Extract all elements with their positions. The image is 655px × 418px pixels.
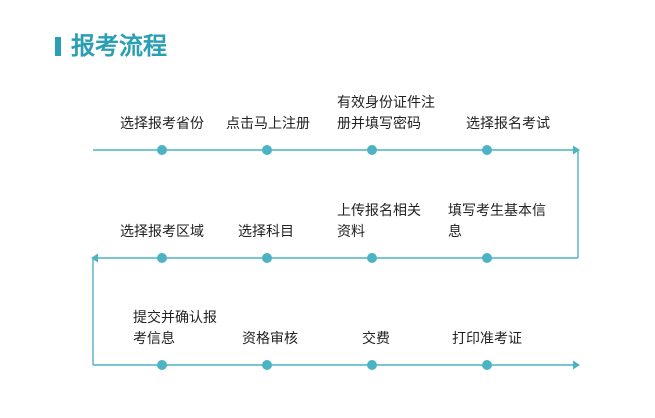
arrow-head-row-2	[91, 253, 98, 263]
step-label-line: 提交并确认报	[133, 310, 217, 326]
arrow-head-row-3	[573, 360, 580, 370]
step-label-line: 有效身份证件注	[337, 95, 435, 111]
step-label-line: 选择报考省份	[120, 116, 204, 132]
step-dot	[157, 360, 167, 370]
step-dot	[262, 145, 272, 155]
title-accent-bar	[55, 37, 61, 56]
page-title: 报考流程	[71, 32, 167, 60]
step-dot	[482, 360, 492, 370]
step-label-line: 上传报名相关	[337, 203, 421, 219]
step-dot	[367, 145, 377, 155]
step-dot	[482, 145, 492, 155]
step-label-line: 选择科目	[238, 224, 294, 240]
step-dot	[482, 253, 492, 263]
step-label-line: 选择报考区域	[120, 224, 204, 240]
step-dot	[157, 145, 167, 155]
step-label-line: 交费	[362, 331, 390, 347]
step-label: 点击马上注册	[226, 114, 310, 135]
step-label: 提交并确认报考信息	[133, 308, 217, 350]
step-label-line: 资格审核	[242, 331, 298, 347]
step-label-line: 册并填写密码	[337, 116, 421, 132]
step-label: 资格审核	[242, 329, 298, 350]
step-label-line: 点击马上注册	[226, 116, 310, 132]
step-label: 有效身份证件注册并填写密码	[337, 93, 435, 135]
step-label: 交费	[362, 329, 390, 350]
step-label: 选择报考区域	[120, 222, 204, 243]
step-label-line: 选择报名考试	[466, 116, 550, 132]
step-label-line: 填写考生基本信	[448, 203, 546, 219]
step-label-line: 打印准考证	[452, 331, 522, 347]
step-dot	[367, 360, 377, 370]
step-label: 选择报名考试	[466, 114, 550, 135]
step-label: 填写考生基本信息	[448, 201, 546, 243]
step-label: 选择科目	[238, 222, 294, 243]
step-label-line: 资料	[337, 224, 365, 240]
step-label: 选择报考省份	[120, 114, 204, 135]
step-label: 打印准考证	[452, 329, 522, 350]
arrow-head-row-1	[573, 145, 580, 155]
step-dot	[262, 360, 272, 370]
step-label-line: 息	[448, 224, 462, 240]
step-label: 上传报名相关资料	[337, 201, 421, 243]
step-dot	[262, 253, 272, 263]
step-label-line: 考信息	[133, 331, 175, 347]
step-dot	[157, 253, 167, 263]
step-dot	[367, 253, 377, 263]
